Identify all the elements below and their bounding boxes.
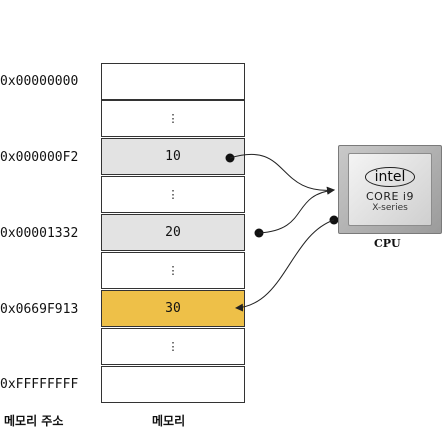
memory-cell-0	[101, 63, 245, 100]
memory-cell-value-10: 10	[101, 138, 245, 175]
address-label-0: 0x00000000	[0, 73, 79, 89]
memory-cell-ellipsis-1: ⋮	[101, 100, 245, 137]
memory-cell-ellipsis-2: ⋮	[101, 176, 245, 213]
address-column-label: 메모리 주소	[4, 414, 64, 428]
memory-cell-last	[101, 366, 245, 403]
arrow-cpu-to-30	[235, 219, 335, 312]
chip-model-label: CORE i9	[366, 189, 414, 203]
memory-cell-value-20: 20	[101, 214, 245, 251]
arrow-10-to-cpu	[229, 153, 335, 195]
address-label-0669f913: 0x0669F913	[0, 301, 79, 317]
memory-column-label: 메모리	[152, 414, 186, 428]
address-label-1332: 0x00001332	[0, 225, 79, 241]
chip-series-label: X-series	[372, 202, 408, 213]
address-label-ffffffff: 0xFFFFFFFF	[0, 376, 79, 392]
cpu-chip-icon: intel CORE i9 X-series	[338, 145, 442, 234]
address-label-f2: 0x000000F2	[0, 149, 79, 165]
cpu-caption: CPU	[374, 237, 401, 250]
arrow-20-to-cpu	[258, 186, 335, 234]
intel-logo: intel	[364, 166, 416, 187]
memory-cell-ellipsis-4: ⋮	[101, 328, 245, 365]
memory-cell-value-30: 30	[101, 290, 245, 327]
memory-cell-ellipsis-3: ⋮	[101, 252, 245, 289]
